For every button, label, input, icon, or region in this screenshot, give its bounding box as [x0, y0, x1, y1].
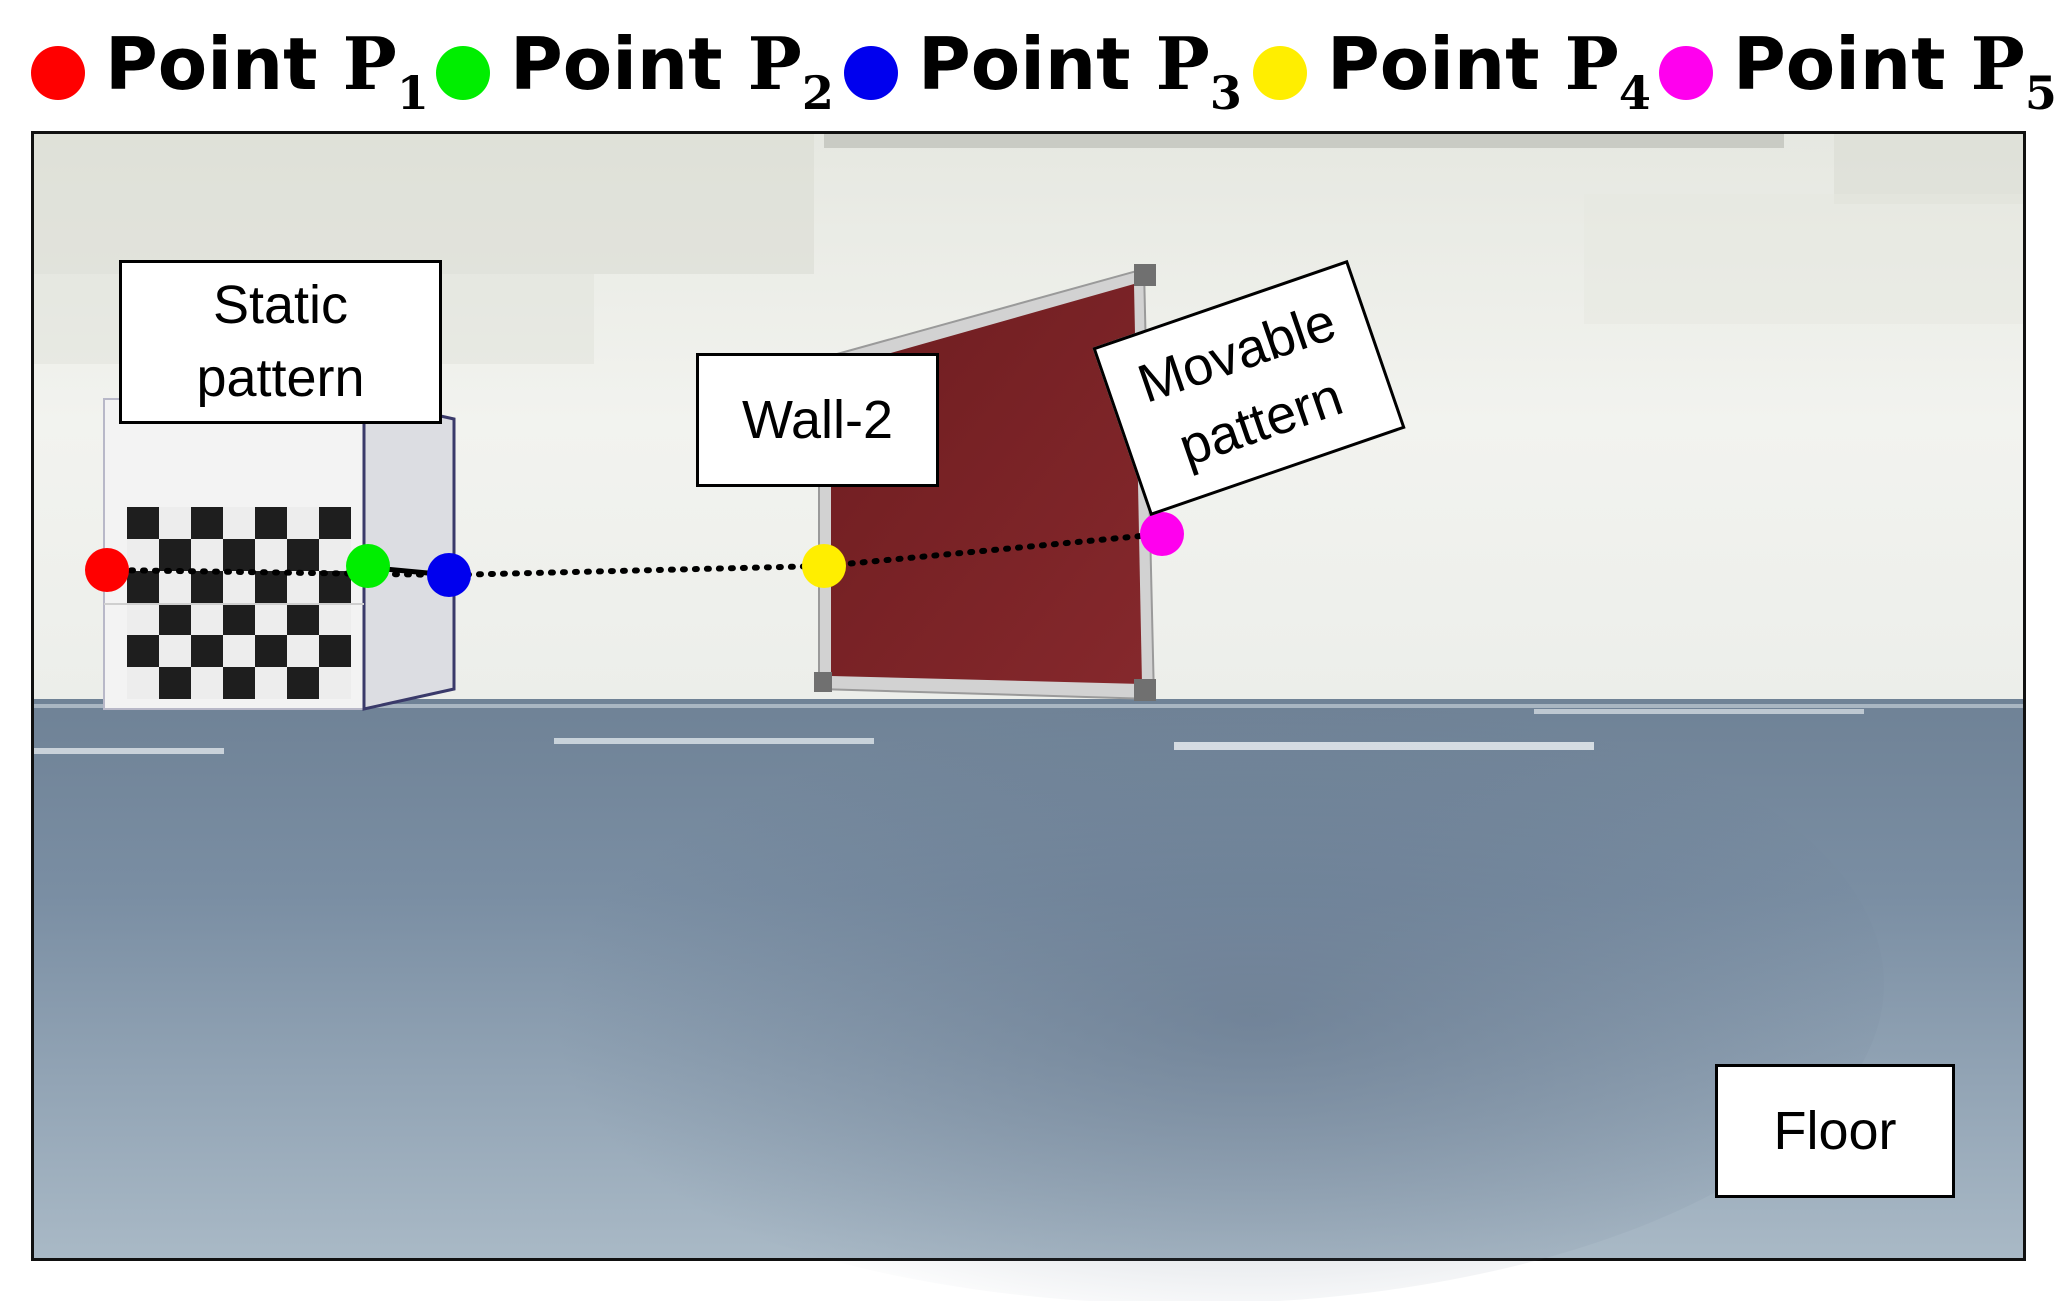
floor-stripe [1534, 709, 1864, 714]
legend-dot-magenta [1659, 46, 1713, 100]
point-p1-marker [85, 548, 129, 592]
legend-letter: P [1564, 21, 1619, 106]
static-pattern-label: Static pattern [119, 260, 442, 424]
wall-label-text: Wall-2 [741, 389, 893, 450]
legend-dot-yellow [1253, 46, 1307, 100]
wall-floor-edge [34, 704, 2023, 708]
legend-label: Point P2 [510, 28, 834, 117]
legend-word: Point [918, 22, 1131, 106]
legend-word: Point [1327, 22, 1540, 106]
floor-label-text: Floor [1773, 1100, 1897, 1161]
board-corner [814, 672, 832, 692]
legend-word: Point [1733, 22, 1946, 106]
legend-letter: P [747, 21, 802, 106]
point-p4-marker [802, 544, 846, 588]
legend-subscript: 3 [1209, 66, 1242, 120]
static-pattern-label-line1: Static [212, 275, 349, 336]
legend-letter: P [1155, 21, 1210, 106]
ceiling-ledge [824, 134, 1784, 148]
floor-stripe [1174, 742, 1594, 750]
board-corner [1134, 679, 1156, 701]
legend-label: Point P1 [105, 28, 429, 117]
legend-subscript: 1 [396, 66, 429, 120]
point-p3-marker [427, 553, 471, 597]
floor-stripe [554, 738, 874, 744]
legend-dot-green [436, 46, 490, 100]
measurement-dotted-line [104, 531, 1165, 579]
wall-label: Wall-2 [696, 353, 939, 487]
floor-stripe [34, 748, 224, 754]
legend-label: Point P5 [1733, 28, 2057, 117]
point-p2-marker [346, 544, 390, 588]
wall-stain [1584, 194, 2023, 324]
wall-stain [34, 134, 814, 274]
point-p5-marker [1140, 512, 1184, 556]
legend-label: Point P4 [1327, 28, 1651, 117]
floor-label: Floor [1715, 1064, 1955, 1198]
legend-subscript: 5 [2024, 66, 2057, 120]
scene-photo: Static pattern Wall-2 Movable pattern Fl… [31, 131, 2026, 1301]
legend-letter: P [1970, 21, 2025, 106]
legend-letter: P [342, 21, 397, 106]
legend-word: Point [105, 22, 318, 106]
floor-shadow [484, 664, 1884, 1301]
board-corner [1134, 264, 1156, 286]
legend: Point P1 Point P2 Point P3 Point P4 Poin… [0, 0, 2057, 130]
legend-subscript: 4 [1618, 66, 1651, 120]
legend-label: Point P3 [918, 28, 1242, 117]
legend-dot-red [31, 46, 85, 100]
wall-stain [1834, 134, 2023, 204]
static-pattern-label-line2: pattern [196, 348, 365, 408]
legend-dot-blue [844, 46, 898, 100]
legend-subscript: 2 [801, 66, 834, 120]
legend-word: Point [510, 22, 723, 106]
